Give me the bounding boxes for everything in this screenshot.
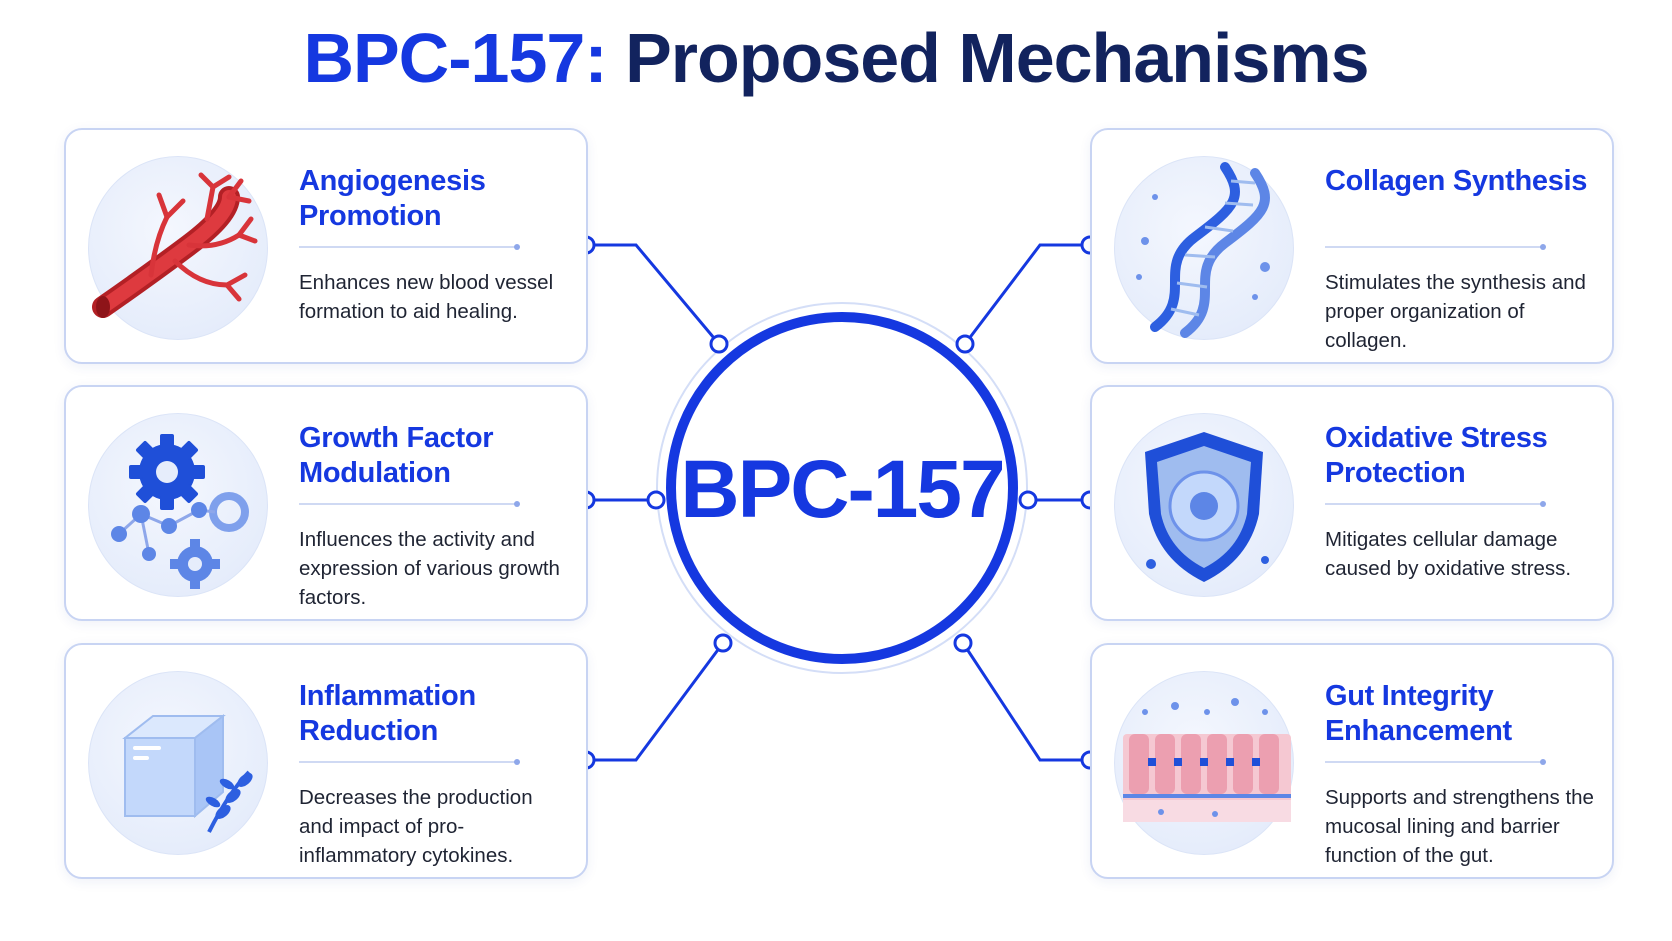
card-oxidative: Oxidative Stress Protection Mitigates ce… <box>1090 385 1614 621</box>
card-growth-factor: Growth Factor Modulation Influences the … <box>64 385 588 621</box>
title-rest: Proposed Mechanisms <box>625 19 1369 97</box>
card-title: Angiogenesis Promotion <box>299 165 486 232</box>
title-accent: BPC-157: <box>303 19 607 97</box>
blood-vessel-icon <box>88 156 268 340</box>
card-description: Enhances new blood vessel formation to a… <box>299 271 554 323</box>
card-divider <box>1325 759 1546 765</box>
card-divider <box>299 759 520 765</box>
card-title: Collagen Synthesis <box>1325 165 1588 197</box>
connector-inflammation <box>586 642 725 762</box>
card-description: Decreases the production and impact of p… <box>299 786 533 867</box>
hub-halo <box>656 302 1028 674</box>
hub-ring <box>666 312 1018 664</box>
gears-molecule-icon <box>88 413 268 597</box>
card-description: Supports and strengthens the mucosal lin… <box>1325 786 1594 867</box>
card-divider <box>299 501 520 507</box>
page-title: BPC-157: Proposed Mechanisms <box>0 18 1672 98</box>
card-title: Inflammation Reduction <box>299 680 476 747</box>
hub-label: BPC-157 <box>680 444 1005 535</box>
shield-cell-icon <box>1114 413 1294 597</box>
card-title: Gut Integrity Enhancement <box>1325 680 1512 747</box>
dna-helix-icon <box>1114 156 1294 340</box>
card-divider <box>1325 501 1546 507</box>
gut-lining-icon <box>1114 671 1294 855</box>
connector-angiogenesis <box>586 243 721 345</box>
card-inflammation: Inflammation Reduction Decreases the pro… <box>64 643 588 879</box>
card-description: Stimulates the synthesis and proper orga… <box>1325 271 1586 352</box>
connector-gut <box>961 642 1090 762</box>
card-title: Growth Factor Modulation <box>299 422 494 489</box>
card-divider <box>1325 244 1546 250</box>
card-description: Mitigates cellular damage caused by oxid… <box>1325 528 1572 580</box>
node-growth-hub <box>646 490 666 510</box>
node-oxidative-hub <box>1018 490 1038 510</box>
node-angiogenesis-hub <box>709 334 729 354</box>
node-gut-hub <box>953 633 973 653</box>
card-description: Influences the activity and expression o… <box>299 528 560 609</box>
card-angiogenesis: Angiogenesis Promotion Enhances new bloo… <box>64 128 588 364</box>
card-title: Oxidative Stress Protection <box>1325 422 1548 489</box>
card-collagen: Collagen Synthesis Stimulates the synthe… <box>1090 128 1614 364</box>
connector-collagen <box>963 243 1090 345</box>
card-gut-integrity: Gut Integrity Enhancement Supports and s… <box>1090 643 1614 879</box>
card-divider <box>299 244 520 250</box>
node-collagen-hub <box>955 334 975 354</box>
node-inflammation-hub <box>713 633 733 653</box>
ice-cube-icon <box>88 671 268 855</box>
